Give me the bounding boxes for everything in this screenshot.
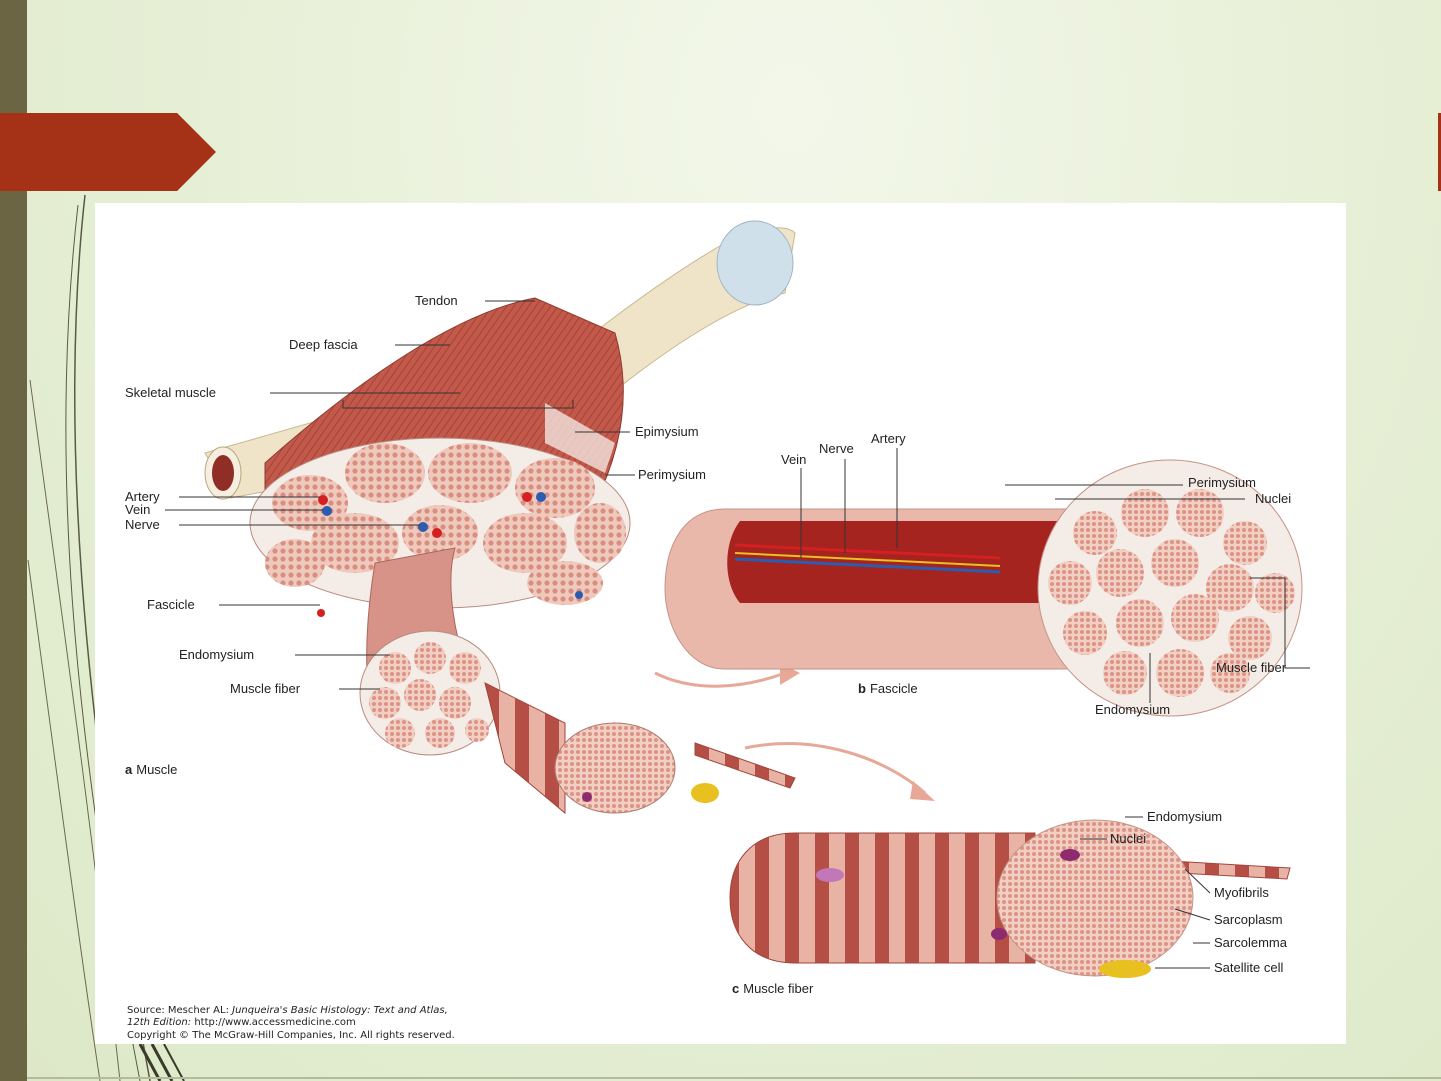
- labels-a: Tendon Deep fascia Skeletal muscle Epimy…: [125, 293, 706, 777]
- label-deep-fascia: Deep fascia: [289, 337, 358, 352]
- label-endomysium-c: Endomysium: [1147, 809, 1222, 824]
- label-fascicle: Fascicle: [147, 597, 195, 612]
- label-epimysium: Epimysium: [635, 424, 699, 439]
- label-sarcoplasm: Sarcoplasm: [1214, 912, 1283, 927]
- artery-b: [734, 543, 1001, 560]
- source-copyright: Copyright © The McGraw-Hill Companies, I…: [127, 1030, 455, 1041]
- fiber-c-cross-section: [996, 819, 1194, 977]
- title-arrow-banner: [0, 113, 216, 191]
- nucleus-c: [1060, 849, 1080, 861]
- label-perimysium-b: Perimysium: [1188, 475, 1256, 490]
- label-perimysium-a: Perimysium: [638, 467, 706, 482]
- label-skeletal-muscle: Skeletal muscle: [125, 385, 216, 400]
- bone-head: [716, 220, 794, 306]
- label-endomysium-a: Endomysium: [179, 647, 254, 662]
- nucleus-c-side: [816, 868, 844, 882]
- fascicle-fibers: [369, 642, 489, 748]
- epimysium-sheet: [545, 403, 615, 473]
- label-vein-a: Vein: [125, 502, 150, 517]
- myofibril-strand-a: [694, 742, 796, 789]
- panel-a-muscle: [204, 220, 935, 815]
- arrow-to-fascicle: [654, 671, 786, 688]
- label-artery-b: Artery: [871, 431, 906, 446]
- arrow-to-fiber: [744, 742, 926, 795]
- nerve-b: [734, 552, 1001, 567]
- label-vein-b: Vein: [781, 452, 806, 467]
- satellite-cell-c: [1099, 960, 1151, 978]
- labels-b: Artery Nerve Vein Perimysium Nuclei Musc…: [781, 431, 1291, 717]
- label-tendon: Tendon: [415, 293, 458, 308]
- leader-lines-b: [800, 448, 1310, 703]
- label-artery-a: Artery: [125, 489, 160, 504]
- label-muscle-fiber-a: Muscle fiber: [230, 681, 301, 696]
- nucleus-c-lower: [991, 928, 1007, 940]
- marrow: [212, 455, 234, 491]
- leader-lines-a: [165, 300, 635, 690]
- bottom-border: [27, 1077, 1441, 1079]
- labels-c: Endomysium Nuclei Myofibrils Sarcoplasm …: [732, 809, 1288, 996]
- figure-svg: Tendon Deep fascia Skeletal muscle Epimy…: [125, 220, 1310, 1041]
- label-nuclei-b: Nuclei: [1255, 491, 1291, 506]
- source-line-1: Source: Mescher AL: Junqueira's Basic Hi…: [127, 1005, 448, 1016]
- fibers-b: [1048, 489, 1295, 697]
- source-credit: Source: Mescher AL: Junqueira's Basic Hi…: [127, 1005, 455, 1041]
- fiber-cross-section-a: [554, 722, 676, 814]
- satellite-cell-a: [691, 783, 719, 803]
- fiber-tube-a: [484, 682, 566, 815]
- label-sarcolemma: Sarcolemma: [1214, 935, 1288, 950]
- leader-lines-c: [1080, 816, 1211, 969]
- vessels-a: [317, 492, 583, 617]
- right-edge-mark: [1438, 113, 1441, 191]
- panel-b-fascicle: [664, 459, 1303, 717]
- muscle-structure-figure: Tendon Deep fascia Skeletal muscle Epimy…: [95, 203, 1346, 1044]
- fiber-c-body: [729, 832, 1036, 964]
- panel-c-muscle-fiber: [729, 819, 1291, 978]
- label-nerve-b: Nerve: [819, 441, 854, 456]
- nucleus-a: [582, 792, 592, 802]
- label-myofibrils: Myofibrils: [1214, 885, 1269, 900]
- source-line-2: 12th Edition: http://www.accessmedicine.…: [127, 1017, 356, 1028]
- fascicle-bundles: [265, 443, 626, 605]
- label-endomysium-b: Endomysium: [1095, 702, 1170, 717]
- label-muscle-fiber-b: Muscle fiber: [1216, 660, 1287, 675]
- label-nuclei-c: Nuclei: [1110, 831, 1146, 846]
- label-nerve-a: Nerve: [125, 517, 160, 532]
- label-satellite-cell: Satellite cell: [1214, 960, 1283, 975]
- vein-b: [734, 557, 1001, 574]
